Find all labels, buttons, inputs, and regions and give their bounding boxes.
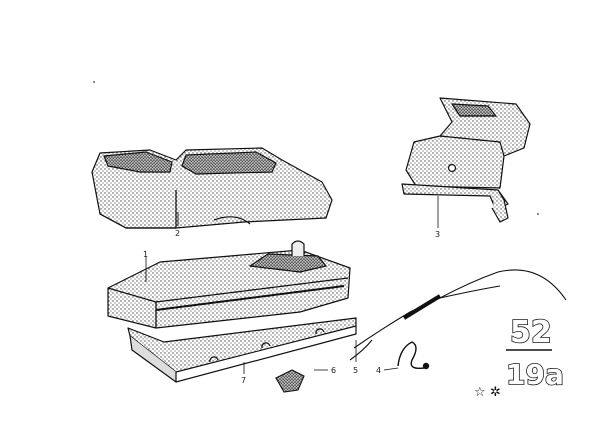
callout-7: 7 bbox=[241, 376, 246, 385]
specks bbox=[93, 81, 539, 215]
leader-lines bbox=[145, 196, 439, 374]
base-trim bbox=[127, 317, 357, 383]
marker-star-outline: ☆ bbox=[474, 385, 486, 400]
callout-1: 1 bbox=[143, 250, 148, 259]
callout-2: 2 bbox=[175, 229, 180, 238]
callout-3: 3 bbox=[435, 230, 440, 239]
small-bracket bbox=[275, 369, 305, 393]
plate-page: 19a bbox=[506, 358, 564, 391]
lower-console bbox=[107, 240, 351, 329]
bracket-plate bbox=[401, 97, 531, 223]
marker-star-spark: ✲ bbox=[490, 385, 501, 400]
plate-reference: 52 19a bbox=[505, 314, 564, 392]
plate-group: 52 bbox=[510, 315, 552, 350]
control-cable bbox=[349, 269, 567, 361]
callout-4: 4 bbox=[376, 366, 381, 375]
console-cover bbox=[91, 147, 333, 229]
callout-6: 6 bbox=[331, 366, 336, 375]
callout-5: 5 bbox=[353, 366, 358, 375]
cable-clip bbox=[397, 341, 430, 370]
